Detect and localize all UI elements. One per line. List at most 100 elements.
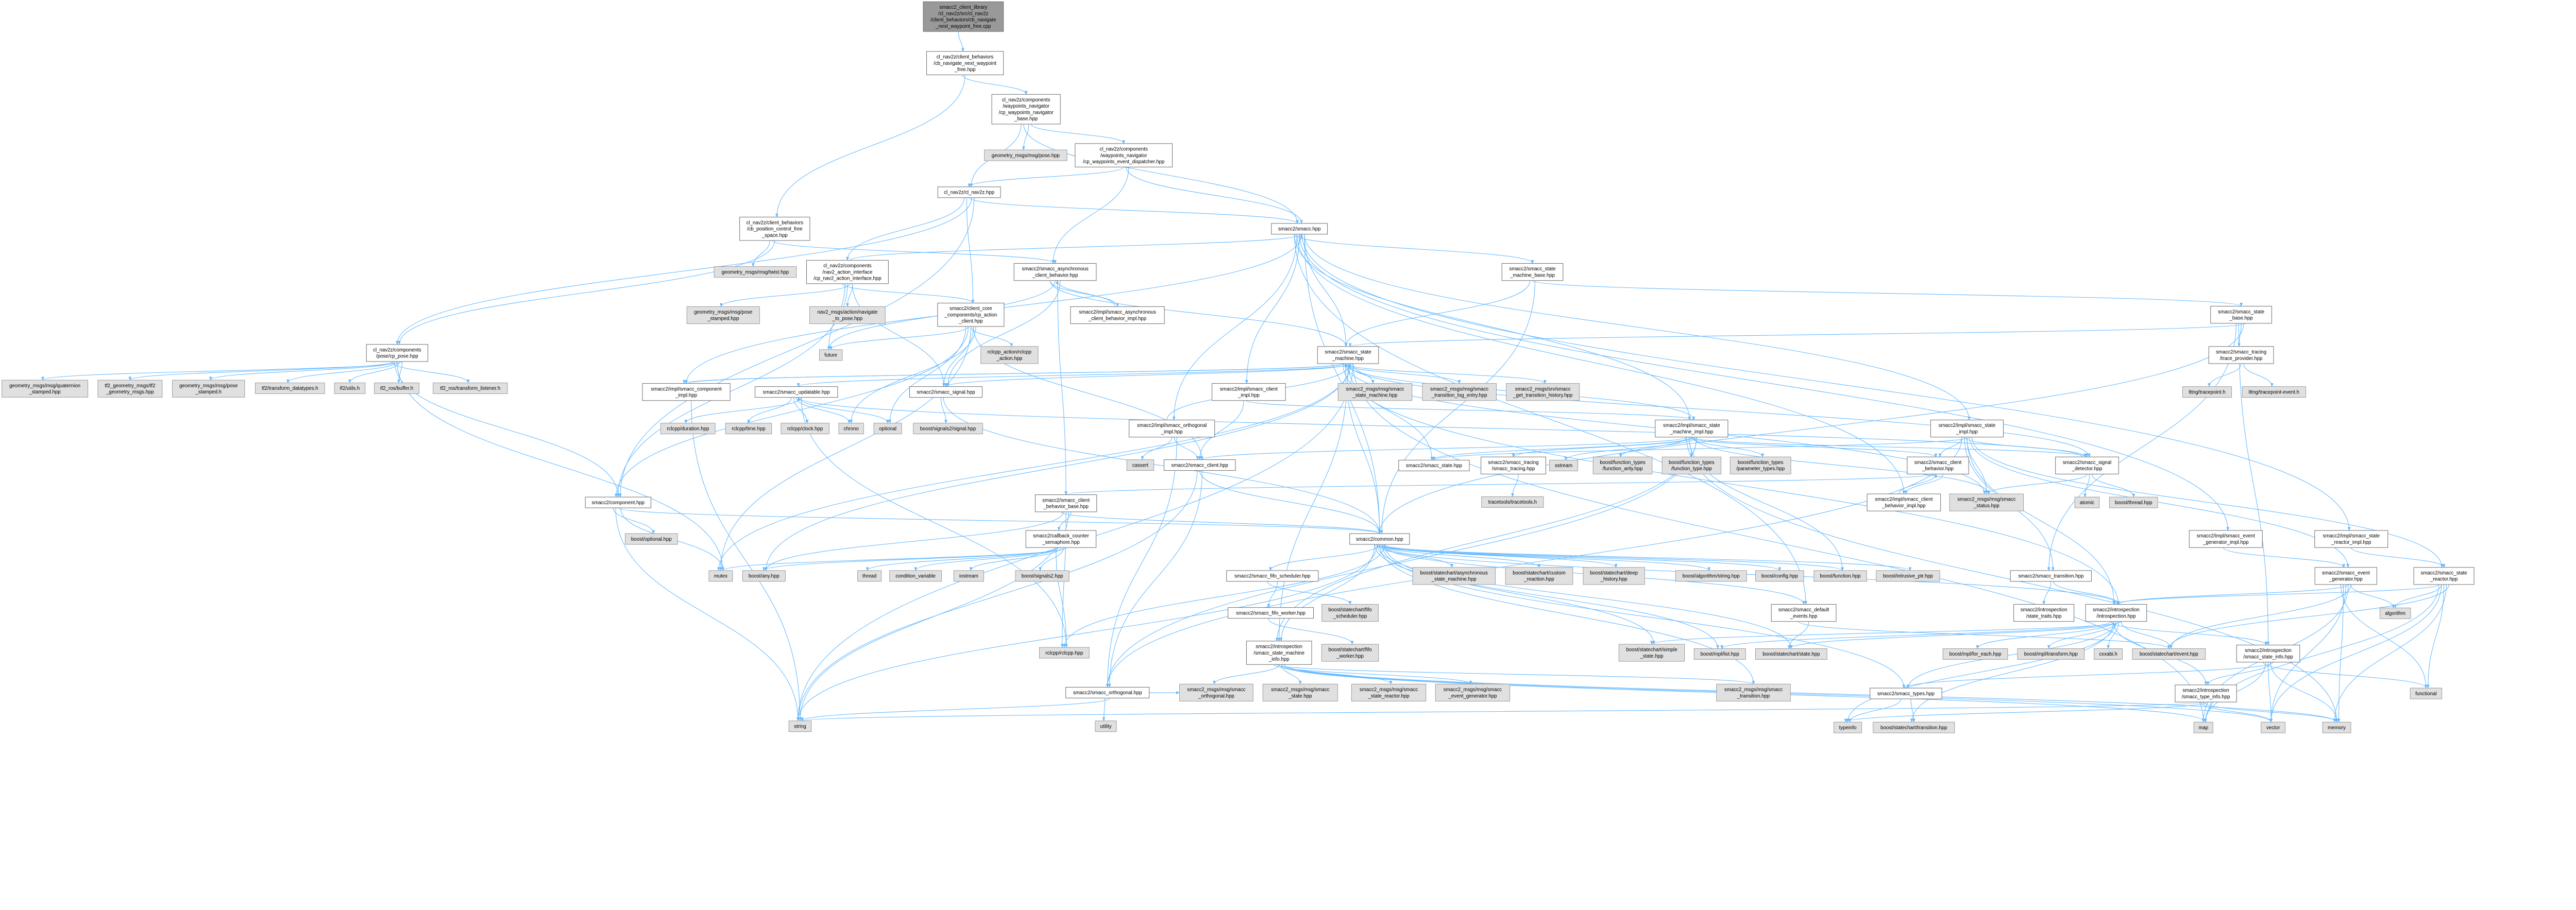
dependency-edge — [1277, 364, 1349, 642]
header-file-node[interactable]: smacc2/impl/smacc_asynchronous_client_be… — [1070, 306, 1165, 324]
header-file-node[interactable]: smacc2/client_core_components/cp_action_… — [937, 302, 1005, 327]
header-file-node[interactable]: smacc2/common.hpp — [1349, 533, 1410, 545]
node-box — [2013, 604, 2075, 622]
node-box — [374, 382, 420, 394]
header-file-node[interactable]: smacc2/smacc_fifo_worker.hpp — [1227, 607, 1314, 619]
header-file-node[interactable]: smacc2/smacc_tracing/smacc_tracing.hpp — [1481, 456, 1546, 474]
dependency-edge — [1052, 167, 1129, 264]
node-label-line: _impl.hpp — [675, 393, 697, 399]
header-file-node[interactable]: cl_nav2z/client_behaviors/cb_position_co… — [739, 217, 810, 241]
header-file-node[interactable]: cl_nav2z/components/nav2_action_interfac… — [806, 260, 889, 284]
graph-root-node[interactable]: smacc2_client_library/cl_nav2z/src/cl_na… — [923, 1, 1004, 32]
header-file-node[interactable]: smacc2/smacc_signal.hpp — [909, 386, 983, 398]
dependency-edge — [1904, 474, 1943, 494]
dependency-edge — [1276, 664, 1755, 685]
header-file-node[interactable]: smacc2/smacc_types.hpp — [1870, 688, 1942, 699]
node-box — [1549, 459, 1578, 471]
header-file-node[interactable]: smacc2/impl/smacc_orthogonal_impl.hpp — [1129, 420, 1215, 438]
dependency-edge — [796, 544, 1378, 722]
dependency-edge — [1213, 664, 1280, 685]
header-file-node[interactable]: smacc2/introspection/smacc_state_info.hp… — [2236, 645, 2300, 663]
node-box — [857, 570, 882, 582]
node-box — [1716, 683, 1791, 702]
header-file-node[interactable]: smacc2/smacc_state_machine.hpp — [1317, 346, 1379, 364]
header-file-node[interactable]: smacc2/smacc_asynchronous_client_behavio… — [1013, 263, 1097, 281]
node-label-line: _impl.hpp — [1238, 393, 1260, 399]
node-box — [2175, 684, 2237, 702]
header-file-node[interactable]: cl_nav2z/components/waypoints_navigator/… — [1075, 143, 1173, 167]
node-box — [1942, 648, 2008, 660]
node-label-line: _client_behavior_impl.hpp — [1088, 316, 1146, 321]
header-file-node[interactable]: smacc2/impl/smacc_client_behavior_impl.h… — [1867, 493, 1941, 511]
header-file-node[interactable]: cl_nav2z/components/pose/cp_pose.hpp — [366, 344, 428, 362]
node-box — [642, 383, 731, 401]
node-label-line: rclcpp/rclcpp.hpp — [1045, 650, 1083, 656]
header-file-node[interactable]: cl_nav2z/client_behaviors/cb_navigate_ne… — [926, 51, 1004, 75]
external-header-node: boost/function.hpp — [1814, 570, 1867, 582]
header-file-node[interactable]: smacc2/impl/smacc_state_reactor_impl.hpp — [2314, 530, 2388, 548]
header-file-node[interactable]: smacc2/smacc_client.hpp — [1163, 459, 1236, 471]
header-file-node[interactable]: smacc2/introspection/state_traits.hpp — [2013, 604, 2075, 622]
external-header-node: rclcpp/duration.hpp — [660, 423, 716, 435]
dependency-edge — [1049, 280, 1348, 347]
header-file-node[interactable]: smacc2/smacc_tracing/trace_provider.hpp — [2208, 346, 2274, 364]
dependency-edge — [683, 363, 1344, 384]
header-file-node[interactable]: smacc2/smacc_client_behavior.hpp — [1907, 456, 1969, 474]
dependency-edge — [1304, 234, 1348, 347]
node-label-line: boost/function_types — [1738, 460, 1784, 466]
dependency-edge — [1057, 280, 1067, 495]
node-box — [953, 570, 984, 582]
header-file-node[interactable]: smacc2/smacc_orthogonal.hpp — [1065, 686, 1150, 698]
external-header-node: algorithm — [2379, 607, 2411, 619]
node-label-line: smacc2/common.hpp — [1356, 537, 1403, 542]
header-file-node[interactable]: smacc2/smacc.hpp — [1271, 223, 1328, 235]
node-label-line: _event_generator.hpp — [1448, 693, 1497, 699]
header-file-node[interactable]: cl_nav2z/components/waypoints_navigator/… — [991, 94, 1061, 125]
node-label-line: smacc2/impl/smacc_state — [1663, 423, 1720, 428]
dependency-edge — [2351, 547, 2446, 568]
header-file-node[interactable]: smacc2/smacc_client_behavior_base.hpp — [1035, 494, 1097, 512]
header-file-node[interactable]: smacc2/smacc_state_reactor.hpp — [2413, 567, 2475, 585]
node-label-line: map — [2198, 725, 2208, 731]
header-file-node[interactable]: smacc2/smacc_default_events.hpp — [1771, 604, 1837, 622]
node-label-line: smacc2/smacc_fifo_scheduler.hpp — [1234, 574, 1311, 579]
node-label-line: smacc2_msgs/msg/smacc — [1957, 497, 2015, 503]
header-file-node[interactable]: smacc2/impl/smacc_component_impl.hpp — [642, 383, 731, 401]
header-file-node[interactable]: smacc2/smacc_transition.hpp — [2010, 570, 2092, 582]
dependency-edge — [1374, 544, 1781, 571]
header-file-node[interactable]: smacc2/impl/smacc_client_impl.hpp — [1211, 383, 1286, 401]
header-file-node[interactable]: smacc2/smacc_state_machine_base.hpp — [1501, 263, 1564, 281]
dependency-edge — [1967, 437, 2116, 605]
node-label-line: smacc2/impl/smacc_state — [1939, 423, 1996, 428]
dependency-edge — [2238, 323, 2270, 646]
node-box — [585, 496, 651, 508]
header-file-node[interactable]: smacc2/smacc_signal_detector.hpp — [2055, 456, 2119, 474]
header-file-node[interactable]: cl_nav2z/cl_nav2z.hpp — [937, 186, 1001, 198]
header-file-node[interactable]: smacc2/impl/smacc_event_generator_impl.h… — [2189, 530, 2263, 548]
header-file-node[interactable]: smacc2/smacc_updatable.hpp — [755, 386, 838, 398]
dependency-edge — [1511, 474, 1519, 497]
header-file-node[interactable]: smacc2/smacc_state_base.hpp — [2210, 306, 2272, 324]
node-label-line: boost/statechart/transition.hpp — [1880, 725, 1947, 731]
node-box — [1592, 456, 1653, 474]
header-file-node[interactable]: smacc2/component.hpp — [585, 496, 651, 508]
node-label-line: boost/algorithm/string.hpp — [1683, 574, 1740, 579]
header-file-node[interactable]: smacc2/smacc_state.hpp — [1398, 459, 1470, 471]
header-file-node[interactable]: smacc2/smacc_event_generator.hpp — [2314, 567, 2377, 585]
dependency-edge — [2208, 363, 2242, 387]
dependency-edge — [1347, 364, 1434, 461]
header-file-node[interactable]: smacc2/introspection/smacc_type_info.hpp — [2175, 684, 2237, 702]
node-label-line: cassert — [1132, 462, 1148, 468]
header-file-node[interactable]: smacc2/impl/smacc_state_machine_impl.hpp — [1655, 420, 1728, 438]
node-label-line: _next_waypoint_free.cpp — [935, 24, 991, 29]
header-file-node[interactable]: smacc2/impl/smacc_state_impl.hpp — [1930, 420, 2004, 438]
node-box — [366, 344, 428, 362]
header-file-node[interactable]: smacc2/introspection/smacc_state_machine… — [1246, 641, 1312, 665]
node-box — [1211, 383, 1286, 401]
dependency-edge — [1057, 511, 1072, 531]
header-file-node[interactable]: smacc2/callback_counter_semaphore.hpp — [1025, 530, 1096, 548]
header-file-node[interactable]: smacc2/smacc_fifo_scheduler.hpp — [1226, 570, 1319, 582]
dependency-edge — [1023, 124, 1299, 224]
dependency-edge — [395, 197, 972, 345]
header-file-node[interactable]: smacc2/introspection/introspection.hpp — [2085, 604, 2147, 622]
